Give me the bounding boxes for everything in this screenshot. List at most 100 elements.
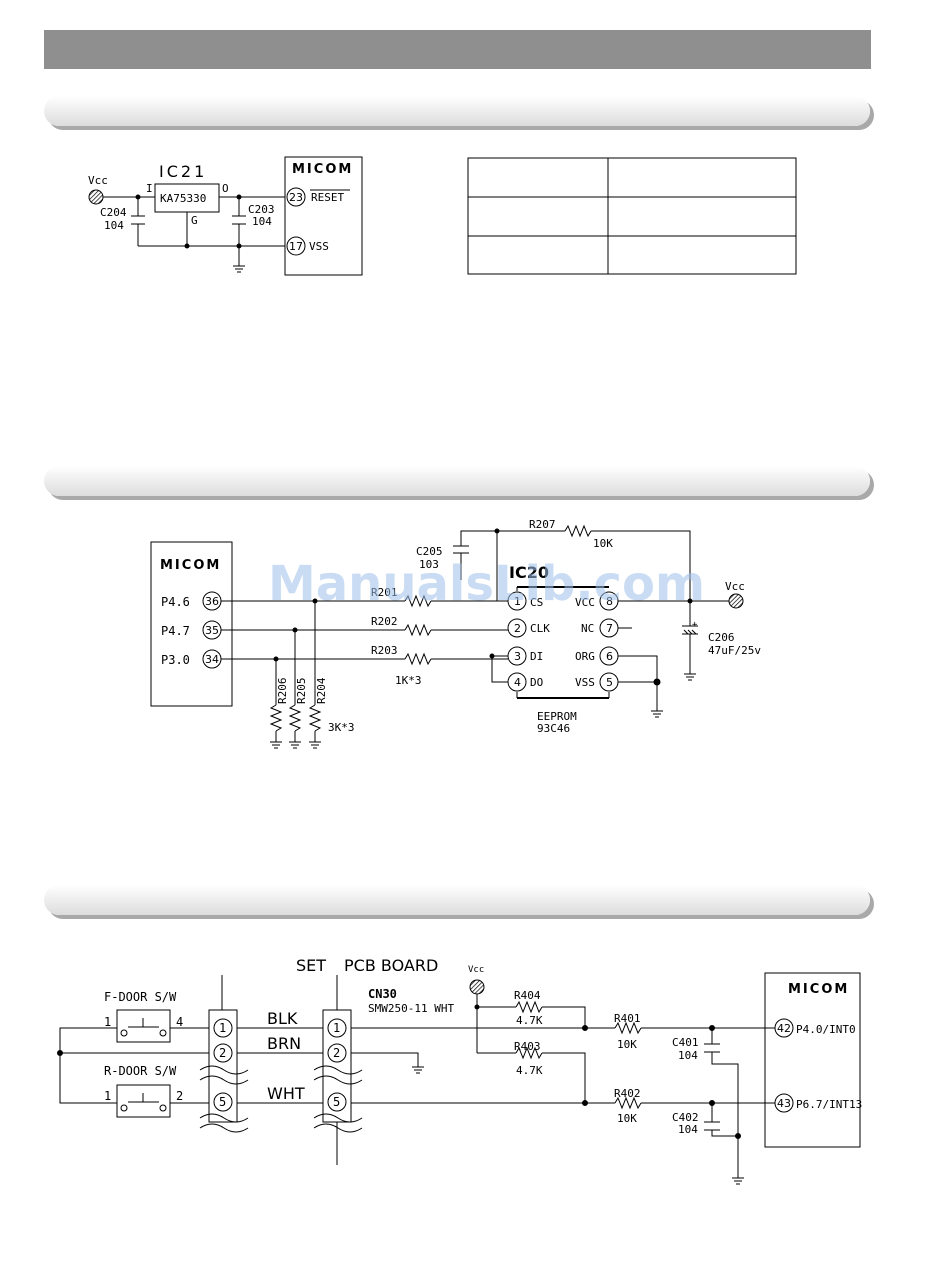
vcc-pin-label: VCC	[575, 596, 595, 609]
wire-brn-label: BRN	[267, 1034, 301, 1053]
cn30-part: SMW250-11 WHT	[368, 1002, 454, 1015]
r-door-pin2: 2	[176, 1089, 183, 1103]
ee-pin5: 5	[606, 676, 613, 689]
c401-value: 104	[678, 1049, 698, 1062]
set-pin1: 1	[219, 1021, 226, 1035]
reset-pin-label: RESET	[311, 191, 344, 204]
pcb-pin5: 5	[333, 1095, 340, 1109]
ee-pin6: 6	[606, 650, 613, 663]
section-header-reset	[44, 96, 870, 126]
vcc-terminal	[89, 190, 103, 204]
vss-pin-label-eeprom: VSS	[575, 676, 595, 689]
ee-pin7: 7	[606, 622, 613, 635]
f-door-pin1: 1	[104, 1015, 111, 1029]
c203-label: C203	[248, 203, 275, 216]
c204-value: 104	[104, 219, 124, 232]
ee-pin4: 4	[514, 676, 521, 689]
micom-pin-23	[287, 188, 305, 206]
micom-title-reset: MICOM	[292, 162, 353, 177]
r202-label: R202	[371, 615, 398, 628]
r403-value: 4.7K	[516, 1064, 543, 1077]
f-door-pin4: 4	[176, 1015, 183, 1029]
c206-label: C206	[708, 631, 735, 644]
r402-label: R402	[614, 1087, 641, 1100]
ee-pin8: 8	[606, 595, 613, 608]
pin34-number: 34	[205, 653, 219, 666]
r-door-switch	[117, 1085, 170, 1117]
pin42-number: 42	[777, 1022, 791, 1035]
c205-label: C205	[416, 545, 443, 558]
watermark: ManualsLib.com	[268, 556, 705, 612]
r401-label: R401	[614, 1012, 641, 1025]
pin43-number: 43	[777, 1097, 791, 1110]
r204-label: R204	[315, 677, 328, 704]
ic20-label: IC20	[509, 563, 549, 582]
do-pin-label: DO	[530, 676, 543, 689]
ee-pin3: 3	[514, 650, 521, 663]
c206-value: 47uF/25v	[708, 644, 761, 657]
title-bar	[44, 30, 871, 69]
r201-label: R201	[371, 586, 398, 599]
section-header-door	[44, 885, 870, 915]
pin36-number: 36	[205, 595, 219, 608]
f-door-switch	[117, 1010, 170, 1042]
ee-pin2: 2	[514, 622, 521, 635]
r404-label: R404	[514, 989, 541, 1002]
pin35-number: 35	[205, 624, 219, 637]
pcb-pin1: 1	[333, 1021, 340, 1035]
port-p67-int13: P6.7/INT13	[796, 1098, 862, 1111]
micom-title-door: MICOM	[788, 982, 849, 997]
set-pin2: 2	[219, 1046, 226, 1060]
r402-value: 10K	[617, 1112, 637, 1125]
vcc-terminal-eeprom	[729, 594, 743, 608]
di-pin-label: DI	[530, 650, 543, 663]
r207-label: R207	[529, 518, 556, 531]
r-door-label: R-DOOR S/W	[104, 1064, 177, 1078]
wire-blk-label: BLK	[267, 1009, 298, 1028]
r403-label: R403	[514, 1040, 541, 1053]
r404-value: 4.7K	[516, 1014, 543, 1027]
cs-pin-label: CS	[530, 596, 543, 609]
r207-value: 10K	[593, 537, 613, 550]
c203-value: 104	[252, 215, 272, 228]
micom-title-eeprom: MICOM	[160, 558, 221, 573]
port-p30: P3.0	[161, 653, 190, 667]
vcc-terminal-door	[470, 980, 484, 994]
micom-block-eeprom	[151, 542, 232, 706]
c401-label: C401	[672, 1036, 699, 1049]
c402-value: 104	[678, 1123, 698, 1136]
port-p40-int0: P4.0/INT0	[796, 1023, 856, 1036]
r203-label: R203	[371, 644, 398, 657]
wire-wht-label: WHT	[267, 1084, 305, 1103]
set-pin5: 5	[219, 1095, 226, 1109]
f-door-label: F-DOOR S/W	[104, 990, 177, 1004]
ic21-part: KA75330	[160, 192, 206, 205]
set-label: SET	[296, 956, 326, 975]
r401-value: 10K	[617, 1038, 637, 1051]
clk-pin-label: CLK	[530, 622, 550, 635]
ee-pin1: 1	[514, 595, 521, 608]
vcc-label: Vcc	[88, 174, 108, 187]
section-header-eeprom	[44, 466, 870, 496]
ic21-label: IC21	[159, 162, 207, 181]
eeprom-label: EEPROM	[537, 710, 577, 723]
eeprom-circuit	[151, 526, 743, 749]
pcb-board-label: PCB BOARD	[344, 956, 438, 975]
nc-pin-label: NC	[581, 622, 594, 635]
port-p47: P4.7	[161, 624, 190, 638]
res-1k-label: 1K*3	[395, 674, 422, 687]
ic21-pin-o: O	[222, 182, 229, 195]
reset-circuit	[89, 157, 362, 275]
micom-block-reset	[285, 157, 362, 275]
pin23-number: 23	[289, 191, 303, 204]
door-circuit	[58, 973, 861, 1185]
c204-label: C204	[100, 206, 127, 219]
org-pin-label: ORG	[575, 650, 595, 663]
ic21-pin-i: I	[146, 182, 153, 195]
vcc-label-door: Vcc	[468, 965, 484, 975]
pin17-number: 17	[289, 240, 303, 253]
ic21-pin-g: G	[191, 214, 198, 227]
c402-label: C402	[672, 1111, 699, 1124]
spec-table	[468, 158, 796, 274]
